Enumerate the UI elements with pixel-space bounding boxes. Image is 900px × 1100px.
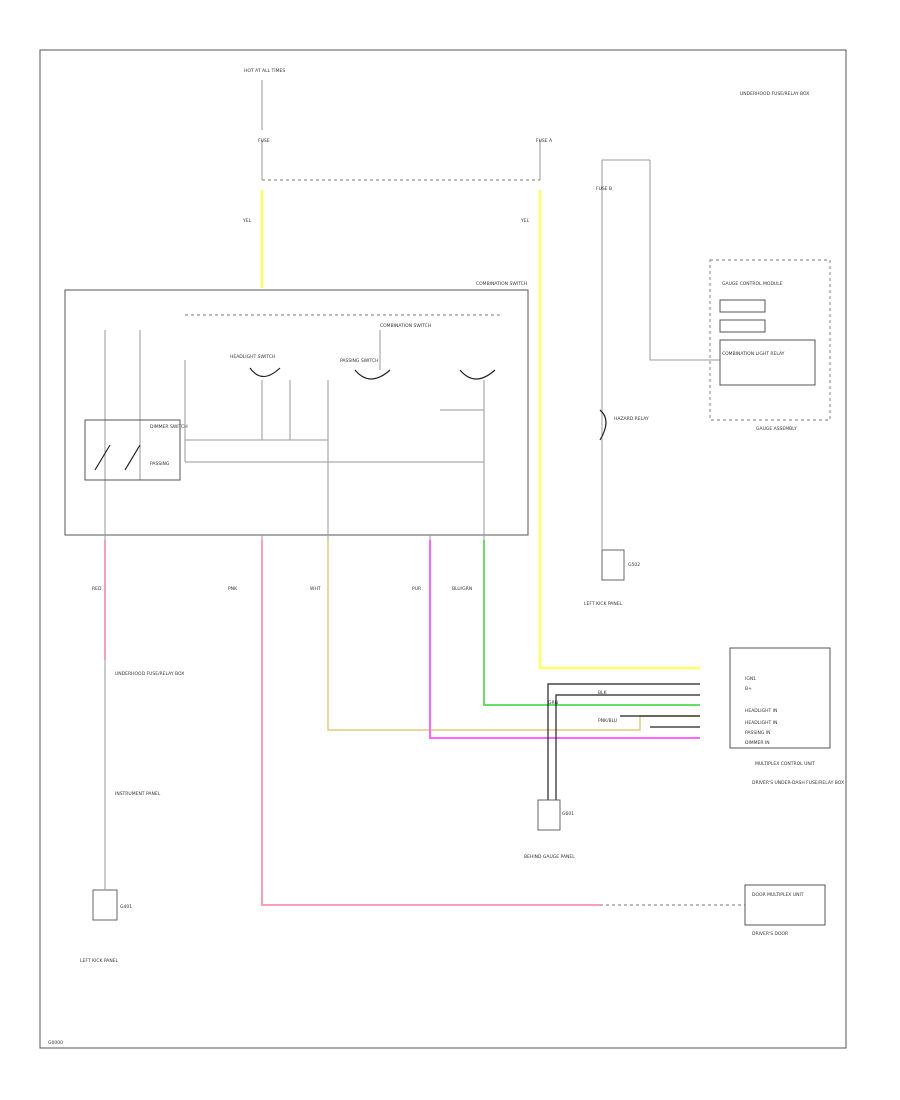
label-wire-wht: WHT — [310, 586, 321, 592]
ground-mid — [601, 520, 625, 581]
label-ground-bottom: G601 — [562, 811, 574, 817]
label-ground-left-desc: LEFT KICK PANEL — [80, 958, 119, 964]
gauge-assembly-box — [709, 259, 831, 421]
dimmer-contact-2 — [124, 444, 141, 471]
label-door-caption: DRIVER'S DOOR — [752, 931, 788, 937]
mcu-pin-2: B+ — [745, 686, 752, 692]
label-wire-red: RED — [92, 586, 102, 592]
label-wire-yel-2: YEL — [520, 218, 530, 224]
wire-yellow-right — [538, 190, 700, 670]
label-hazard-relay: HAZARD RELAY — [614, 416, 649, 422]
label-dimmer: DIMMER SWITCH — [150, 424, 188, 430]
label-gauge-assembly: GAUGE ASSEMBLY — [756, 426, 797, 432]
label-wire-yel-1: YEL — [242, 218, 252, 224]
wire-relay-b — [649, 160, 720, 361]
dimmer-switch-box — [84, 419, 181, 481]
label-pass-switch: PASSING SWITCH — [340, 358, 378, 364]
label-fuse-top: FUSE — [258, 138, 270, 144]
multiplex-unit-box — [729, 647, 831, 749]
label-ground-left: G401 — [120, 904, 132, 910]
label-door-module: DOOR MULTIPLEX UNIT — [752, 892, 804, 898]
wire-tan — [327, 540, 700, 731]
ground-left — [92, 870, 118, 921]
label-wire-blu-grn: BLU/GRN — [452, 586, 472, 592]
label-multiplex-unit: MULTIPLEX CONTROL UNIT — [755, 761, 815, 767]
switch-arc-3 — [459, 369, 496, 380]
label-fuse-a: FUSE A — [536, 138, 553, 144]
label-instrument-panel: INSTRUMENT PANEL — [115, 791, 161, 797]
label-wire-blk: BLK — [598, 690, 608, 696]
label-ground-bottom-desc: BEHIND GAUGE PANEL — [524, 854, 575, 860]
label-wire-pur: PUR — [412, 586, 421, 592]
ground-bottom — [537, 799, 561, 831]
mcu-pin-5: PASSING IN — [745, 730, 771, 736]
mcu-pin-4: HEADLIGHT IN — [745, 720, 777, 726]
wire-pink-door — [261, 540, 600, 906]
label-underhood-left: UNDERHOOD FUSE/RELAY BOX — [115, 671, 184, 677]
label-mcu-caption: DRIVER'S UNDER-DASH FUSE/RELAY BOX — [752, 780, 844, 786]
mcu-pin-3: HEADLIGHT IN — [745, 708, 777, 714]
wire-black-1 — [547, 683, 700, 800]
gauge-control-box-2 — [719, 319, 766, 333]
label-fuse-b: FUSE B — [596, 186, 612, 192]
diagram-frame — [39, 49, 847, 1049]
dimmer-contact-1 — [94, 444, 111, 471]
label-combo-switch-top: COMBINATION SWITCH — [476, 281, 527, 287]
wire-black-2 — [555, 694, 700, 800]
label-ground-mid: G502 — [628, 562, 640, 568]
label-hot: HOT AT ALL TIMES — [244, 68, 285, 74]
label-passing: PASSING — [150, 461, 170, 467]
label-wire-pnk: PNK — [228, 586, 238, 592]
combo-relay-box — [719, 339, 816, 386]
wire-magenta — [429, 540, 700, 739]
label-gauge-control: GAUGE CONTROL MODULE — [722, 281, 783, 287]
label-wire-pnk-blu: PNK/BLU — [598, 718, 617, 724]
label-footer: G0000 — [48, 1040, 63, 1046]
gauge-control-box — [719, 299, 766, 313]
label-headlight-switch: HEADLIGHT SWITCH — [230, 354, 275, 360]
mcu-pin-6: DIMMER IN — [745, 740, 770, 746]
label-underhood: UNDERHOOD FUSE/RELAY BOX — [740, 91, 809, 97]
label-combo-relay: COMBINATION LIGHT RELAY — [722, 351, 785, 357]
mcu-pin-1: IGN1 — [745, 676, 756, 682]
switch-arc-1 — [249, 367, 281, 378]
switch-arc-2 — [354, 369, 391, 380]
label-combo-switch: COMBINATION SWITCH — [380, 323, 431, 329]
combination-switch-box — [64, 289, 529, 536]
wire-green — [483, 540, 700, 706]
door-module-box — [744, 884, 826, 926]
hazard-relay-symbol — [599, 409, 607, 441]
label-ground-mid-desc: LEFT KICK PANEL — [584, 601, 623, 607]
label-wire-grn: GRN — [548, 700, 558, 706]
